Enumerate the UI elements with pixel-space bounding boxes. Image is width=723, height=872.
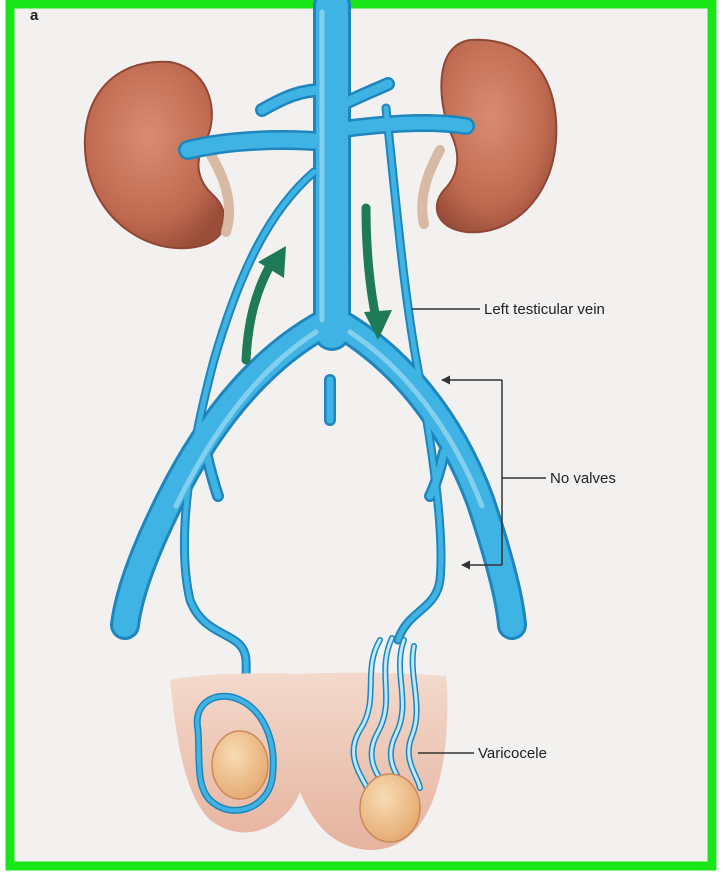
label-left-testicular-vein: Left testicular vein xyxy=(484,301,605,318)
label-varicocele: Varicocele xyxy=(478,745,547,762)
left-testis xyxy=(360,774,420,842)
label-no-valves: No valves xyxy=(550,470,616,487)
corner-mark: a xyxy=(30,7,39,24)
